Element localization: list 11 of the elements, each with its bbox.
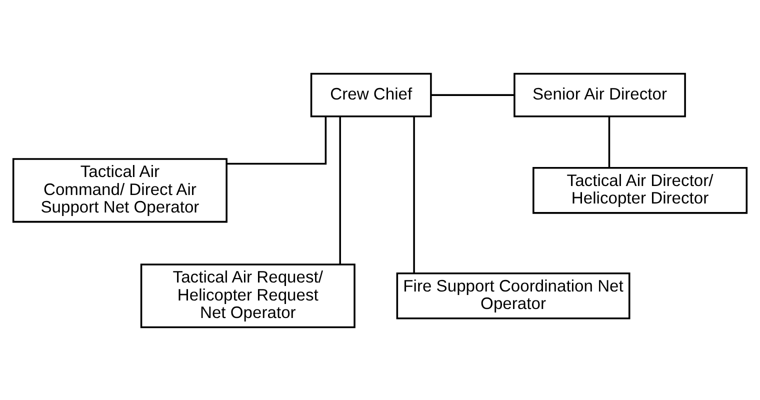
node-box: Crew Chief bbox=[310, 72, 432, 117]
node-box: Tactical Air Request/ Helicopter Request Net Operator bbox=[140, 263, 356, 328]
connector bbox=[226, 116, 327, 164]
node-box: Fire Support Coordination Net Operator bbox=[396, 272, 630, 319]
connector bbox=[431, 94, 514, 96]
node-box: Senior Air Director bbox=[514, 72, 686, 117]
connector bbox=[608, 116, 610, 168]
node-box: Tactical Air Director/ Helicopter Director bbox=[532, 166, 748, 214]
connector bbox=[339, 116, 341, 264]
node-box: Tactical Air Command/ Direct Air Support Net Operator bbox=[12, 158, 228, 222]
connector bbox=[413, 116, 415, 273]
